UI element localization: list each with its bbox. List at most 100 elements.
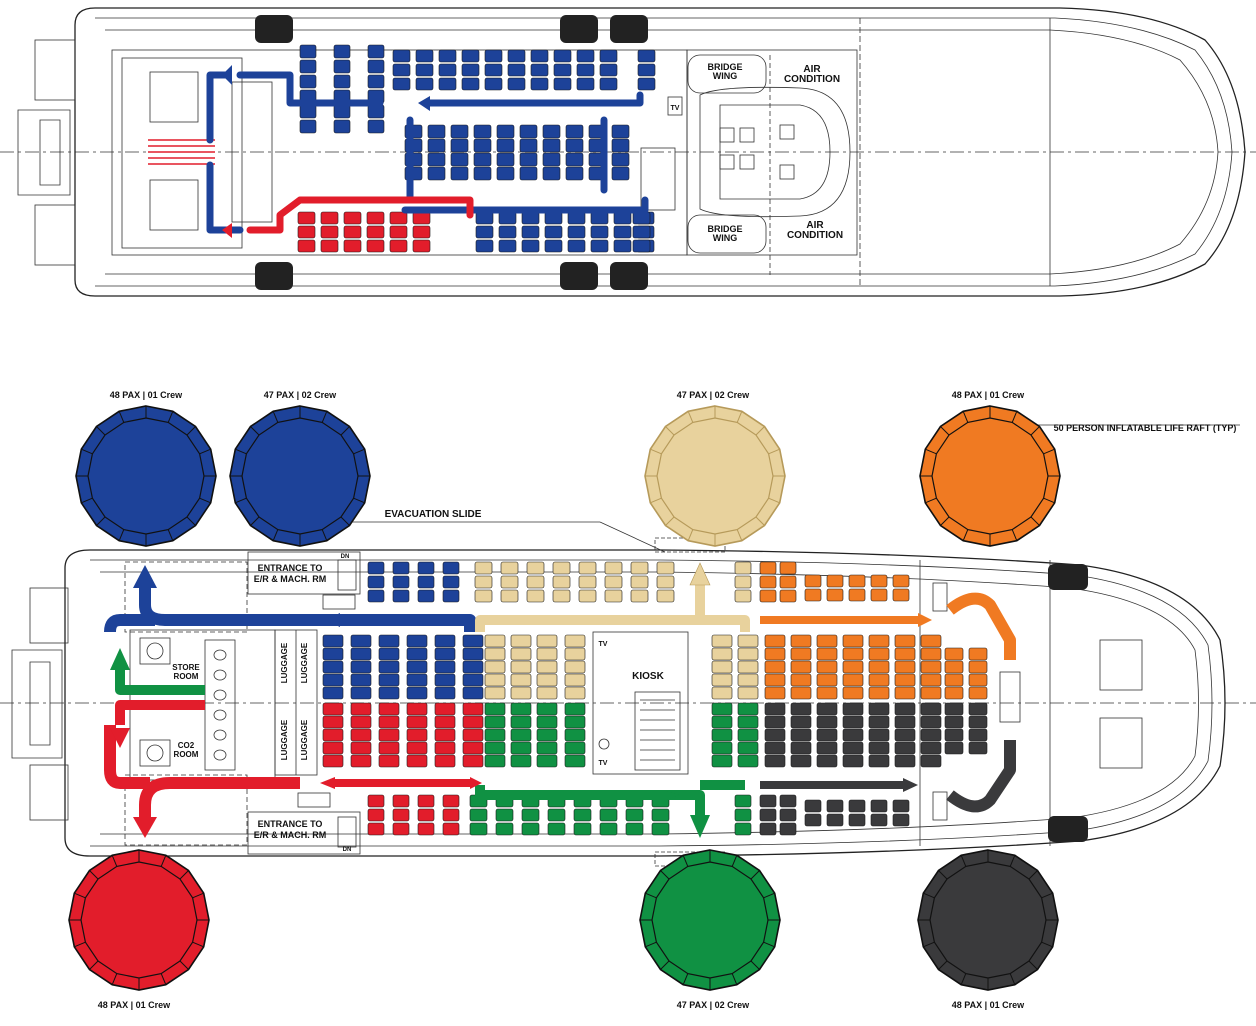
seat-blue: [576, 77, 595, 91]
seat-blue: [496, 152, 515, 167]
seat-green: [625, 822, 644, 836]
seat-blue: [367, 575, 385, 589]
seat-red: [389, 239, 408, 253]
seat-red: [462, 715, 484, 729]
seat-blue: [392, 77, 411, 91]
seat-dark: [920, 702, 942, 716]
seat-blue: [462, 634, 484, 648]
seat-blue: [507, 63, 526, 77]
seat-blue: [438, 49, 457, 63]
seat-blue: [637, 77, 656, 91]
seat-red: [434, 715, 456, 729]
seat-red: [442, 794, 460, 808]
seat-tan: [536, 673, 558, 687]
evac-arrow-orange: [946, 592, 1016, 660]
seat-blue: [542, 166, 561, 181]
seat-blue: [519, 166, 538, 181]
seat-orange: [868, 673, 890, 687]
seat-green: [564, 754, 586, 768]
seat-blue: [473, 152, 492, 167]
seat-tan: [536, 660, 558, 674]
upper-flow-arrow: [206, 161, 244, 234]
seat-green: [599, 822, 618, 836]
seat-red: [412, 211, 431, 225]
seat-tan: [630, 561, 649, 575]
seat-orange: [790, 647, 812, 661]
seat-blue: [521, 211, 540, 225]
seat-dark: [968, 728, 988, 742]
seat-tan: [484, 634, 506, 648]
seat-tan: [536, 634, 558, 648]
seat-red: [389, 225, 408, 239]
seat-dark: [868, 754, 890, 768]
seat-blue: [530, 49, 549, 63]
seat-blue: [434, 634, 456, 648]
seat-blue: [599, 77, 618, 91]
seat-blue: [378, 673, 400, 687]
seat-tan: [510, 660, 532, 674]
seat-blue: [333, 104, 351, 119]
seat-tan: [578, 561, 597, 575]
seat-green: [510, 741, 532, 755]
seat-orange: [790, 660, 812, 674]
seat-tan: [474, 561, 493, 575]
kiosk-tv-label: TV: [599, 760, 608, 767]
seat-red: [417, 794, 435, 808]
seat-tan: [564, 660, 586, 674]
seat-blue: [350, 634, 372, 648]
seat-blue: [427, 166, 446, 181]
seat-orange: [764, 673, 786, 687]
seat-dark: [826, 813, 844, 827]
seat-green: [536, 715, 558, 729]
seat-blue: [507, 49, 526, 63]
seat-green: [536, 741, 558, 755]
upper-flow-arrow: [246, 196, 474, 234]
seat-blue: [434, 673, 456, 687]
seat-orange: [826, 588, 844, 602]
dn-label-top: DN: [341, 554, 350, 560]
seat-red: [297, 211, 316, 225]
seat-orange: [779, 561, 797, 575]
seat-blue: [519, 152, 538, 167]
seat-blue: [392, 49, 411, 63]
seat-red: [412, 225, 431, 239]
seat-blue: [599, 49, 618, 63]
seat-blue: [530, 63, 549, 77]
seat-dark: [804, 813, 822, 827]
seat-blue: [484, 77, 503, 91]
seat-tan: [484, 686, 506, 700]
evac-arrowheads: [110, 562, 932, 838]
seat-dark: [868, 702, 890, 716]
life-raft-orange: [919, 405, 1061, 547]
seat-blue: [519, 138, 538, 153]
evac-arrow-blue: [104, 614, 155, 633]
seat-blue: [427, 138, 446, 153]
seat-blue: [299, 119, 317, 134]
seat-blue: [406, 647, 428, 661]
seat-dark: [790, 715, 812, 729]
seat-tan: [630, 575, 649, 589]
seat-blue: [496, 138, 515, 153]
seat-green: [510, 754, 532, 768]
seat-tan: [711, 647, 733, 661]
seat-dark: [764, 702, 786, 716]
seat-blue: [406, 673, 428, 687]
seat-orange: [944, 673, 964, 687]
seat-dark: [764, 728, 786, 742]
seat-red: [343, 239, 362, 253]
seat-blue: [450, 138, 469, 153]
seat-orange: [944, 660, 964, 674]
seat-green: [564, 741, 586, 755]
seat-dark: [790, 741, 812, 755]
seat-tan: [484, 660, 506, 674]
seat-blue: [367, 589, 385, 603]
seat-blue: [553, 63, 572, 77]
seat-red: [366, 211, 385, 225]
seat-green: [625, 808, 644, 822]
seat-dark: [944, 741, 964, 755]
seat-red: [322, 741, 344, 755]
seat-blue: [496, 166, 515, 181]
seat-dark: [894, 741, 916, 755]
